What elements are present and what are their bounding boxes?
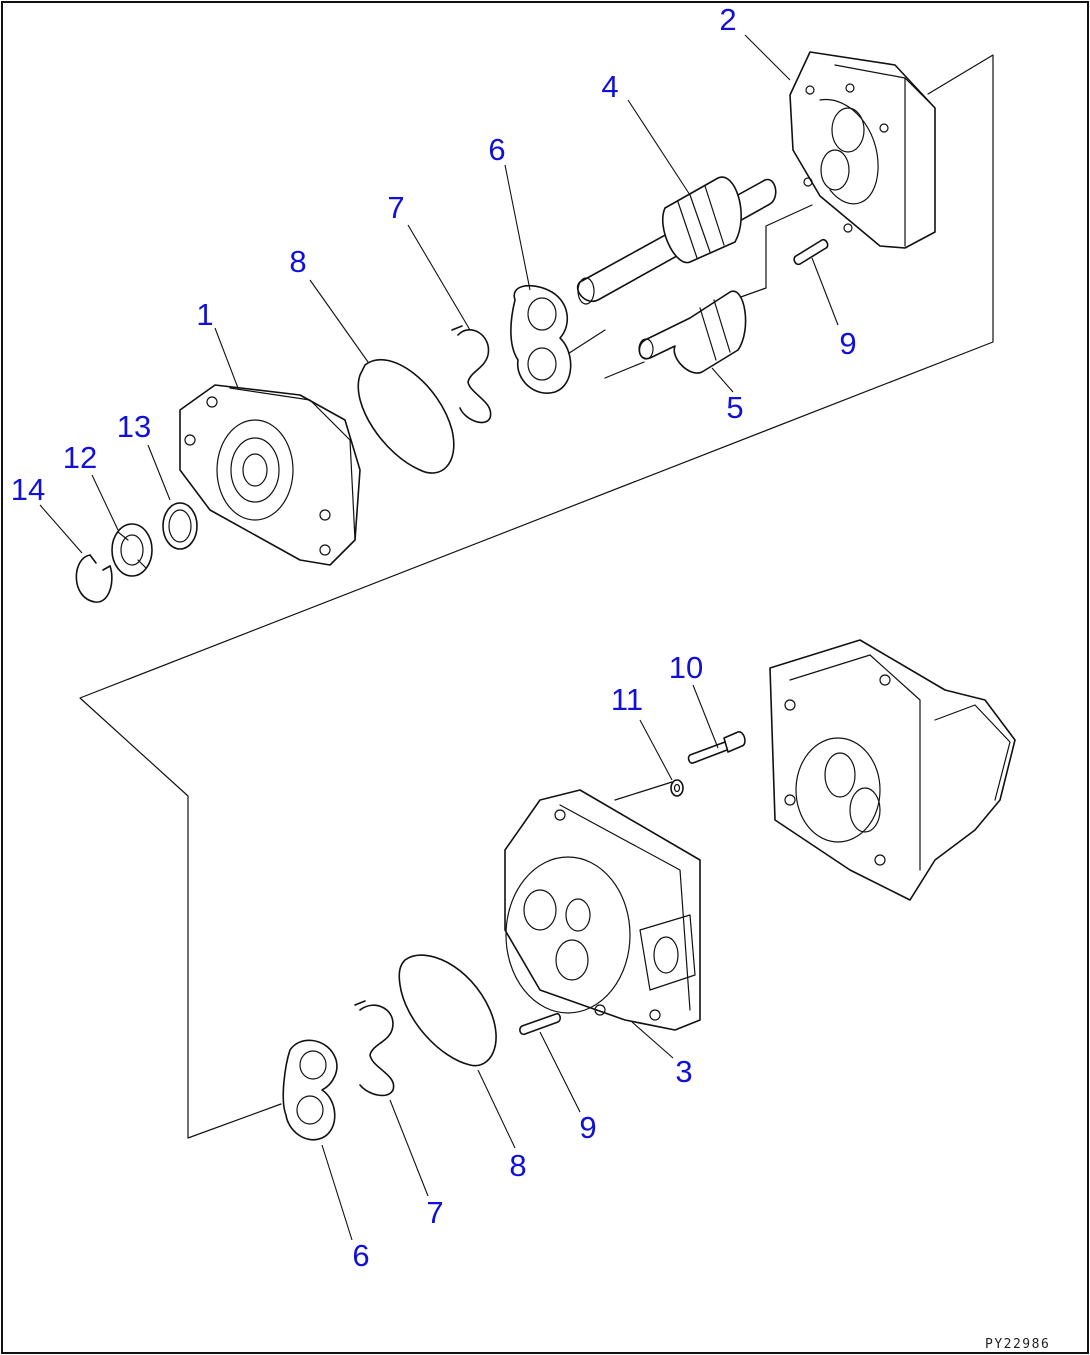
callout-6-top: 6 (488, 132, 505, 167)
callout-9-bottom: 9 (579, 1110, 596, 1145)
callout-13: 13 (117, 409, 151, 444)
snap-ring (75, 554, 113, 603)
callout-4: 4 (601, 69, 618, 104)
drive-shaft-gear (576, 176, 777, 305)
leader-lines (39, 34, 839, 1241)
callout-3: 3 (675, 1054, 692, 1089)
dowel-pin-bottom (519, 1012, 561, 1036)
backup-ring-top (451, 325, 492, 424)
dowel-pin-top (793, 238, 829, 266)
callout-8-bottom: 8 (509, 1148, 526, 1183)
callout-2: 2 (719, 2, 736, 37)
callout-7-top: 7 (387, 190, 404, 225)
callout-14: 14 (11, 472, 45, 507)
front-cover (179, 384, 361, 566)
drawing-code: PY22986 (985, 1337, 1050, 1352)
callout-labels: 2 4 6 7 8 1 13 12 14 9 5 10 11 3 9 8 7 6 (11, 2, 857, 1273)
front-housing (504, 789, 701, 1031)
callout-11: 11 (611, 682, 643, 717)
callout-7-bottom: 7 (426, 1195, 443, 1230)
bolt (687, 731, 746, 764)
assembly-axis-lines (79, 54, 994, 1139)
bushing-plate-top (510, 284, 572, 394)
backup-ring-bottom (354, 1000, 395, 1097)
driven-gear (638, 290, 747, 374)
seal-ring (162, 502, 198, 550)
washer (670, 779, 684, 797)
rear-housing (789, 51, 936, 249)
callout-12: 12 (63, 440, 97, 475)
callout-10: 10 (669, 650, 703, 685)
pump-assembly (769, 639, 1016, 901)
callout-5: 5 (726, 390, 743, 425)
gasket-top (357, 358, 455, 474)
bushing-plate-bottom (282, 1039, 338, 1141)
callout-6-bottom: 6 (352, 1238, 369, 1273)
oil-seal (111, 523, 153, 577)
gasket-bottom (398, 954, 497, 1067)
callout-8-top: 8 (289, 244, 306, 279)
callout-1: 1 (196, 297, 213, 332)
callout-9-top: 9 (839, 326, 856, 361)
